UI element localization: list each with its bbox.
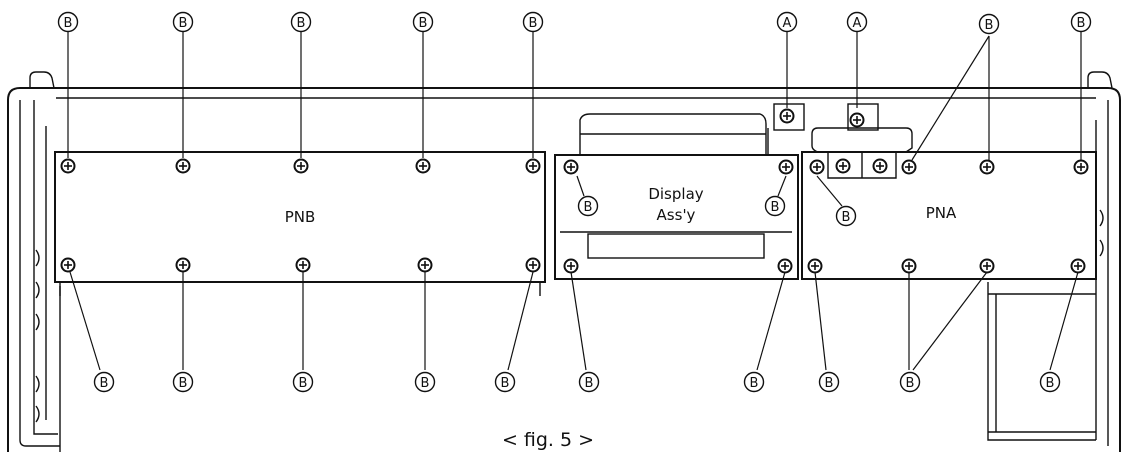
screw-icon: [872, 158, 888, 174]
svg-text:B: B: [1077, 16, 1086, 31]
svg-text:B: B: [585, 376, 594, 391]
screw-icon: [417, 257, 433, 273]
screw-icon: [563, 258, 579, 274]
callout-b: B: [172, 11, 194, 33]
screw-icon: [525, 158, 541, 174]
callout-b: B: [290, 11, 312, 33]
callout-b: B: [494, 371, 516, 393]
chassis: [7, 71, 1121, 452]
screw-icon: [175, 158, 191, 174]
callout-b: B: [57, 11, 79, 33]
screw-icon: [175, 257, 191, 273]
svg-text:B: B: [501, 376, 510, 391]
screw-icon: [1073, 159, 1089, 175]
screw-icon: [415, 158, 431, 174]
svg-text:B: B: [771, 200, 780, 215]
screw-icon: [979, 258, 995, 274]
callout-b: B: [93, 371, 115, 393]
callout-b: B: [412, 11, 434, 33]
board-pnb: PNB: [54, 151, 546, 296]
callout-b: B: [292, 371, 314, 393]
figure-caption: < fig. 5 >: [502, 429, 594, 451]
callout-b: B: [1039, 371, 1061, 393]
callout-b: B: [764, 195, 786, 217]
screw-icon: [60, 257, 76, 273]
screw-icon: [835, 158, 851, 174]
svg-text:B: B: [100, 376, 109, 391]
svg-text:B: B: [179, 376, 188, 391]
screw-icon: [778, 159, 794, 175]
screw-icon: [779, 108, 795, 124]
svg-text:A: A: [783, 16, 792, 31]
callout-b: B: [522, 11, 544, 33]
screw-icon: [979, 159, 995, 175]
svg-text:B: B: [299, 376, 308, 391]
callout-b: B: [1070, 11, 1092, 33]
screw-icon: [901, 258, 917, 274]
display-label-line2: Ass'y: [657, 206, 696, 224]
svg-text:B: B: [419, 16, 428, 31]
callout-b: B: [414, 371, 436, 393]
callout-a: A: [846, 11, 868, 33]
board-pna-label: PNA: [926, 204, 957, 222]
svg-text:B: B: [906, 376, 915, 391]
callout-b: B: [743, 371, 765, 393]
screw-icon: [60, 158, 76, 174]
callout-b: B: [578, 371, 600, 393]
callouts: B B B B B B B B B B B B B B B B B B B B A A: [57, 11, 1092, 393]
svg-text:B: B: [842, 210, 851, 225]
svg-text:B: B: [825, 376, 834, 391]
svg-text:B: B: [584, 200, 593, 215]
screw-icon: [849, 112, 865, 128]
svg-text:B: B: [1046, 376, 1055, 391]
screw-icon: [807, 258, 823, 274]
svg-text:B: B: [421, 376, 430, 391]
screw-icon: [525, 257, 541, 273]
display-label-line1: Display: [648, 185, 703, 203]
board-pnb-label: PNB: [285, 208, 316, 226]
svg-text:A: A: [853, 16, 862, 31]
svg-text:B: B: [529, 16, 538, 31]
callout-b: B: [577, 195, 599, 217]
callout-b: B: [818, 371, 840, 393]
svg-text:B: B: [750, 376, 759, 391]
svg-text:B: B: [985, 18, 994, 33]
callout-b: B: [978, 13, 1000, 35]
callout-b: B: [899, 371, 921, 393]
screw-icon: [809, 159, 825, 175]
screw-icon: [293, 158, 309, 174]
screw-icon: [295, 257, 311, 273]
svg-text:B: B: [297, 16, 306, 31]
callout-a: A: [776, 11, 798, 33]
screw-icon: [1070, 258, 1086, 274]
board-display-assy: Display Ass'y: [554, 113, 799, 280]
board-pna: PNA: [801, 151, 1097, 280]
callout-b: B: [835, 205, 857, 227]
bracket-assembly: [773, 103, 913, 179]
callout-b: B: [172, 371, 194, 393]
screws: [60, 108, 1089, 274]
leader-lines: [67, 32, 1082, 371]
screw-icon: [777, 258, 793, 274]
screw-icon: [901, 159, 917, 175]
screw-icon: [563, 159, 579, 175]
svg-text:B: B: [179, 16, 188, 31]
svg-text:B: B: [64, 16, 73, 31]
